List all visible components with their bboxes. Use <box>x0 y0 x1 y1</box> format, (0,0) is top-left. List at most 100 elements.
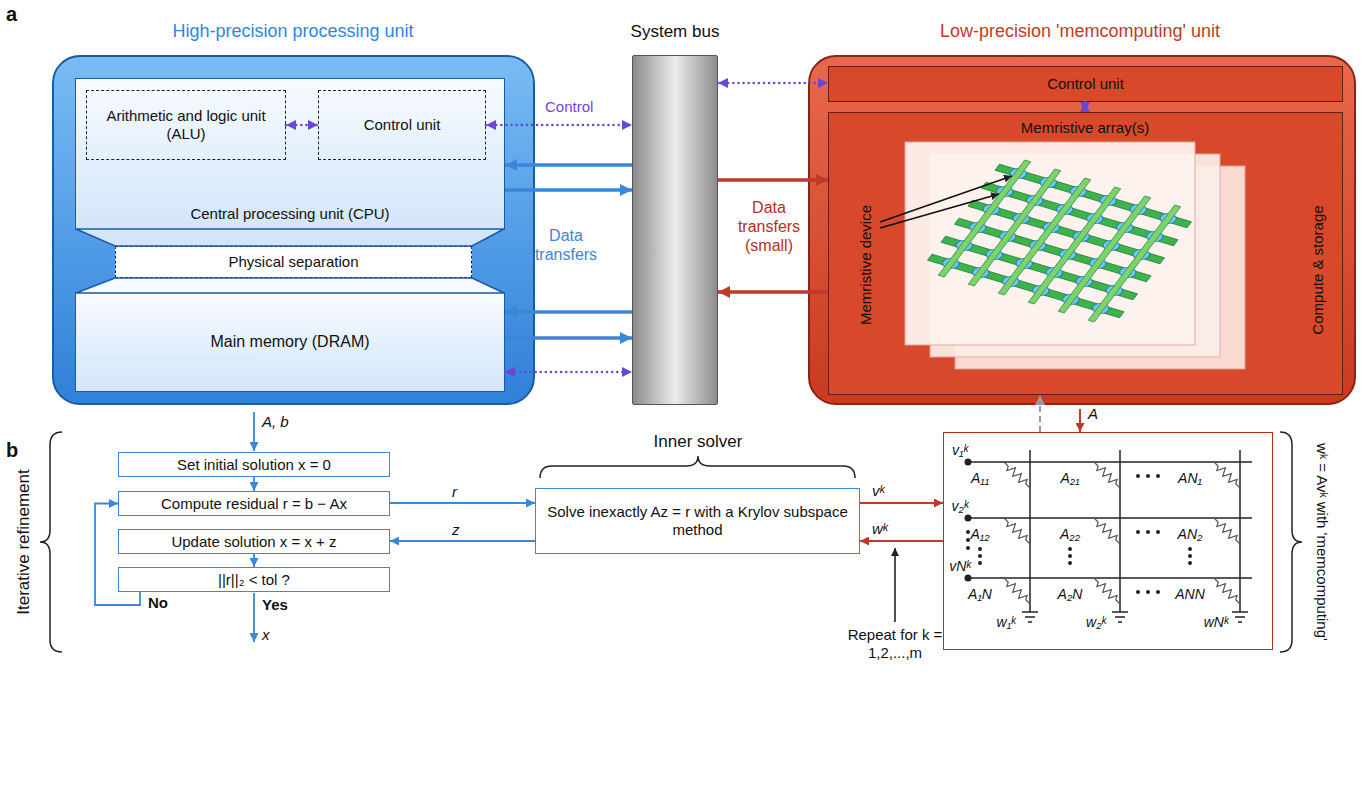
resistor-symbol <box>1214 578 1240 604</box>
top-electrode <box>938 160 1030 277</box>
bracket <box>40 432 62 652</box>
ellipsis-dot <box>1156 590 1160 594</box>
separation-box: Physical separation <box>115 246 472 278</box>
data-arrow <box>390 502 535 504</box>
edge-label: No <box>148 594 168 612</box>
array-sheet <box>930 154 1220 357</box>
control-link <box>718 82 828 85</box>
process-box: Update solution x = x + z <box>118 529 390 554</box>
box-text: Update solution x = x + z <box>171 533 336 551</box>
array-sheet <box>905 142 1195 345</box>
data-arrow <box>860 540 943 542</box>
solver-box: Solve inexactly Az = r with a Krylov sub… <box>535 488 860 554</box>
bracket <box>1280 432 1302 652</box>
box-text: Solve inexactly Az = r with a Krylov sub… <box>542 503 853 539</box>
ground-symbol <box>1112 611 1128 613</box>
box-text: Set initial solution x = 0 <box>177 456 331 474</box>
box-text: ||r||₂ < tol ? <box>218 571 290 589</box>
resistor-symbol <box>1094 462 1120 488</box>
memristive-device <box>1040 221 1062 235</box>
ground-symbol <box>1232 611 1248 613</box>
output-arrow <box>253 593 255 642</box>
memristive-device <box>1027 239 1049 253</box>
memristive-device <box>1037 176 1059 190</box>
memory-box: Main memory (DRAM) <box>75 292 505 392</box>
ellipsis-dot <box>1068 547 1072 551</box>
edge-label: Data transfers (small) <box>731 198 807 256</box>
memristive-device <box>1084 212 1106 226</box>
memristive-device <box>1114 221 1136 235</box>
box-text: Physical separation <box>228 253 358 271</box>
control-unit-box: Control unit <box>828 66 1343 102</box>
process-box: Set initial solution x = 0 <box>118 452 390 477</box>
edge-label: Control <box>545 98 593 116</box>
annotation: A, b <box>262 413 289 431</box>
memristive-device <box>1087 257 1109 271</box>
decision-box: ||r||₂ < tol ? <box>118 567 390 592</box>
annotation: Yes <box>262 596 288 614</box>
annotation: A <box>1088 405 1098 423</box>
annotation: Data transfers <box>528 226 604 264</box>
top-electrode <box>968 169 1060 286</box>
ellipsis-dot <box>1146 474 1150 478</box>
memristive-device <box>940 257 962 271</box>
ellipsis-dot <box>966 530 970 534</box>
memristive-device <box>1054 203 1076 217</box>
memristive-array-box: Memristive array(s)Memristive deviceComp… <box>828 112 1343 395</box>
box-heading: Low-precision 'memcomputing' unit <box>940 21 1220 43</box>
bottom-electrode <box>928 254 1125 318</box>
cpu-neck <box>76 229 504 246</box>
box-heading: Memristive array(s) <box>1021 119 1149 137</box>
memristive-device <box>1117 266 1139 280</box>
annotation: Inner solver <box>654 432 743 452</box>
edge-label: vᵏ <box>872 482 884 500</box>
memristive-device <box>1100 239 1122 253</box>
control-link <box>486 124 632 127</box>
system-bus: System bus <box>632 55 718 405</box>
memristive-device <box>1070 230 1092 244</box>
box-label: A₁N <box>968 586 992 603</box>
box-label: w₁ᵏ <box>997 614 1016 631</box>
annotation: Repeat for k = 1,2,...,m <box>845 626 945 662</box>
data-arrow <box>718 290 828 294</box>
row-wire <box>968 461 1252 463</box>
memristive-device <box>1090 302 1112 316</box>
crossbar-circuit <box>965 450 1253 622</box>
box-label: A₂N <box>1058 586 1083 603</box>
bottom-electrode <box>941 236 1138 300</box>
box-label: Compute & storage <box>1309 205 1327 334</box>
resistor-symbol <box>1094 578 1120 604</box>
memristive-device <box>1073 275 1095 289</box>
memristive-device <box>1067 185 1089 199</box>
resistor-symbol <box>1094 518 1120 544</box>
resistor-symbol <box>1004 518 1030 544</box>
ellipsis-dot <box>1136 474 1140 478</box>
ellipsis-dot <box>1188 554 1192 558</box>
box-label: vNᵏ <box>949 558 971 575</box>
data-arrow <box>505 336 632 340</box>
box-text: Compute residual r = b − Ax <box>161 495 347 513</box>
row-wire <box>968 517 1252 519</box>
ground-symbol <box>1235 616 1245 618</box>
ellipsis-dot <box>978 547 982 551</box>
crossbar-box: v₁ᵏA₁₁A₂₁AN₁v₂ᵏA₁₂A₂₂AN₂vNᵏA₁NA₂NANNw₁ᵏw… <box>943 432 1273 650</box>
data-arrow <box>253 554 255 567</box>
memristive-device <box>1043 266 1065 280</box>
memristive-device <box>1030 284 1052 298</box>
box-label: wNᵏ <box>1204 614 1229 631</box>
column-wire <box>1029 450 1031 612</box>
annotation: x <box>262 626 270 644</box>
resistor-symbol <box>1214 462 1240 488</box>
bottom-electrode <box>955 218 1152 282</box>
box-text: Control unit <box>1047 75 1124 93</box>
process-box: Compute residual r = b − Ax <box>118 491 390 516</box>
box-text: Arithmetic and logic unit (ALU) <box>93 107 279 143</box>
memristive-device <box>980 203 1002 217</box>
box-heading: System bus <box>631 22 720 42</box>
top-electrode <box>1088 205 1180 322</box>
data-arrow <box>860 502 943 504</box>
box-label: AN₂ <box>1178 526 1203 543</box>
memristive-device <box>1000 275 1022 289</box>
box-heading: High-precision processing unit <box>172 21 413 43</box>
